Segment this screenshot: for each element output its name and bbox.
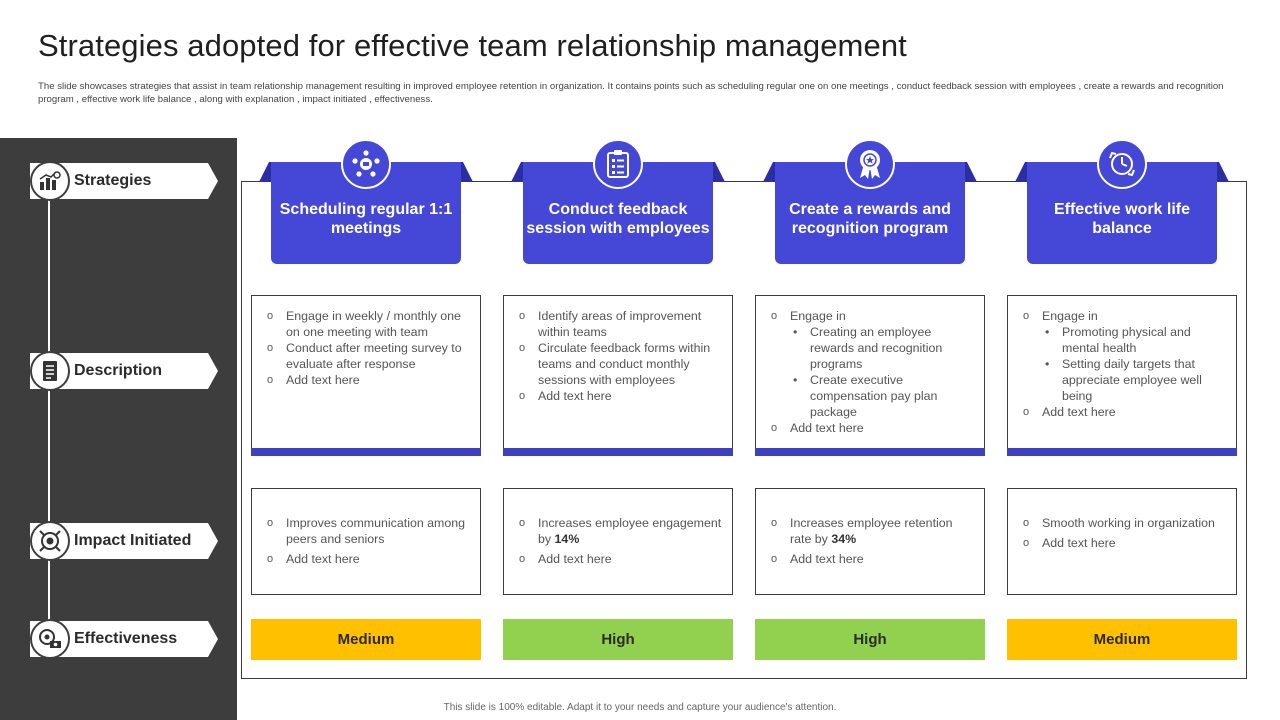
strategy-title: Scheduling regular 1:1 meetings xyxy=(279,201,453,237)
list-item: Circulate feedback forms within teams an… xyxy=(518,340,722,388)
effectiveness-badge-1: Medium xyxy=(251,619,481,660)
effectiveness-badge-4: Medium xyxy=(1007,619,1237,660)
list-item: Identify areas of improvement within tea… xyxy=(518,308,722,340)
row-label-text: Effectiveness xyxy=(74,630,178,647)
list-item: Improves communication among peers and s… xyxy=(266,515,470,547)
description-box-4: Engage in Promoting physical and mental … xyxy=(1007,295,1237,456)
list-item: Add text here xyxy=(1022,404,1226,420)
row-label-impact: Impact Initiated xyxy=(30,521,218,561)
list-item: Add text here xyxy=(266,551,470,567)
list-item: Add text here xyxy=(770,420,974,436)
description-box-3: Engage in Creating an employee rewards a… xyxy=(755,295,985,456)
team-meeting-icon xyxy=(341,139,391,189)
row-label-text: Impact Initiated xyxy=(74,532,192,549)
effectiveness-badge-3: High xyxy=(755,619,985,660)
list-item: Add text here xyxy=(518,388,722,404)
feedback-form-icon xyxy=(593,139,643,189)
description-box-2: Identify areas of improvement within tea… xyxy=(503,295,733,456)
impact-value: 34% xyxy=(831,532,857,546)
row-label-effectiveness: Effectiveness xyxy=(30,619,218,659)
slide-subtitle: The slide showcases strategies that assi… xyxy=(38,81,1224,105)
impact-value: 14% xyxy=(554,532,580,546)
target-impact-icon xyxy=(30,521,70,561)
row-label-description: Description xyxy=(30,351,218,391)
list-item: Increases employee engagement by 14% xyxy=(518,515,722,547)
list-item: Add text here xyxy=(1022,535,1226,551)
row-label-text: Strategies xyxy=(74,172,152,189)
slide-title: Strategies adopted for effective team re… xyxy=(38,28,907,63)
row-label-text: Description xyxy=(74,362,163,379)
impact-box-4: Smooth working in organization Add text … xyxy=(1007,488,1237,595)
sub-list-item: Setting daily targets that appreciate em… xyxy=(1042,356,1226,404)
list-item: Engage in Promoting physical and mental … xyxy=(1022,308,1226,404)
list-item: Increases employee retention rate by 34% xyxy=(770,515,974,547)
effectiveness-badge-2: High xyxy=(503,619,733,660)
award-ribbon-icon xyxy=(845,139,895,189)
list-item: Add text here xyxy=(266,372,470,388)
balance-clock-icon xyxy=(1097,139,1147,189)
list-item: Add text here xyxy=(518,551,722,567)
sub-list-item: Promoting physical and mental health xyxy=(1042,324,1226,356)
growth-chart-icon xyxy=(30,161,70,201)
list-item: Smooth working in organization xyxy=(1022,515,1226,531)
impact-box-3: Increases employee retention rate by 34%… xyxy=(755,488,985,595)
strategy-title: Conduct feedback session with employees xyxy=(526,201,710,237)
impact-box-1: Improves communication among peers and s… xyxy=(251,488,481,595)
sidebar-connector-line xyxy=(48,182,50,640)
list-item: Add text here xyxy=(770,551,974,567)
document-icon xyxy=(30,351,70,391)
list-item: Engage in weekly / monthly one on one me… xyxy=(266,308,470,340)
strategy-title: Create a rewards and recognition program xyxy=(789,201,951,237)
row-label-strategies: Strategies xyxy=(30,161,218,201)
impact-box-2: Increases employee engagement by 14% Add… xyxy=(503,488,733,595)
list-item: Engage in Creating an employee rewards a… xyxy=(770,308,974,420)
description-box-1: Engage in weekly / monthly one on one me… xyxy=(251,295,481,456)
gauge-money-icon xyxy=(30,619,70,659)
sub-list-item: Create executive compensation pay plan p… xyxy=(790,372,974,420)
sub-list-item: Creating an employee rewards and recogni… xyxy=(790,324,974,372)
footer-note: This slide is 100% editable. Adapt it to… xyxy=(443,702,837,713)
list-item: Conduct after meeting survey to evaluate… xyxy=(266,340,470,372)
strategy-title: Effective work life balance xyxy=(1053,201,1191,237)
